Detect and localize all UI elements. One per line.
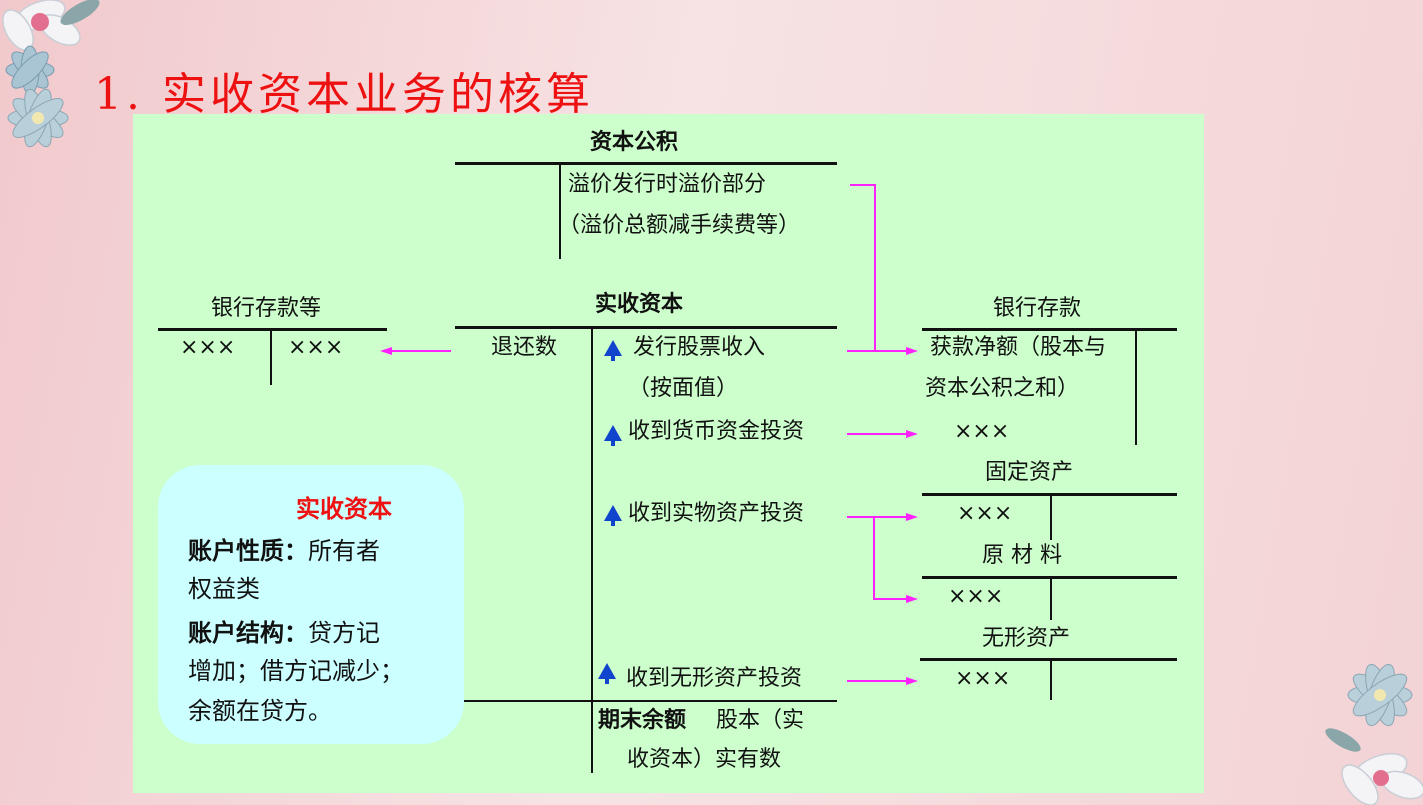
triangle-marker-3 bbox=[604, 505, 622, 526]
bank-deposit-line-3: ××× bbox=[954, 419, 1010, 444]
arrow-raw-materials-head bbox=[906, 595, 918, 603]
flower-decoration-bottom-right bbox=[1325, 663, 1423, 805]
arrow-cash-investment-line bbox=[847, 433, 915, 435]
slide-title: 1. 实收资本业务的核算 bbox=[94, 69, 594, 120]
arrow-physical-asset-line bbox=[847, 516, 915, 518]
fixed-assets-debit: ××× bbox=[957, 501, 1013, 526]
triangle-marker-2 bbox=[604, 425, 622, 446]
bank-deposit-etc-credit: ××× bbox=[288, 335, 344, 360]
capital-reserve-title: 资本公积 bbox=[590, 130, 679, 155]
ending-balance-label: 期末余额 bbox=[598, 708, 687, 733]
intangible-assets-vline bbox=[1050, 660, 1052, 700]
paid-in-capital-credit-1b: （按面值） bbox=[628, 376, 739, 401]
arrow-physical-asset-branch bbox=[873, 516, 875, 600]
arrow-raw-materials-line bbox=[873, 598, 915, 600]
paid-in-capital-credit-2: 收到货币资金投资 bbox=[628, 419, 805, 444]
info-structure-label: 账户结构： bbox=[188, 619, 308, 647]
arrow-stock-issue-line bbox=[847, 350, 915, 352]
bank-deposit-etc-title: 银行存款等 bbox=[211, 296, 322, 321]
arrow-intangible-line bbox=[847, 680, 915, 682]
info-structure-line-3: 余额在贷方。 bbox=[188, 697, 332, 725]
info-structure-line-2: 增加；借方记减少； bbox=[188, 657, 404, 685]
arrow-physical-asset-head bbox=[906, 513, 918, 521]
raw-materials-title: 原 材 料 bbox=[982, 543, 1062, 568]
capital-reserve-credit-2: （溢价总额减手续费等） bbox=[558, 213, 801, 238]
paid-in-capital-credit-1: 发行股票收入 bbox=[633, 335, 766, 360]
capital-reserve-hline bbox=[455, 162, 837, 165]
bank-deposit-line-2: 资本公积之和） bbox=[925, 376, 1080, 401]
raw-materials-vline bbox=[1050, 578, 1052, 620]
paid-in-capital-credit-3: 收到实物资产投资 bbox=[628, 501, 805, 526]
info-box-title: 实收资本 bbox=[296, 495, 392, 523]
arrow-cash-investment-head bbox=[906, 430, 918, 438]
bank-deposit-vline bbox=[1135, 330, 1137, 445]
arrow-capital-reserve-vertical bbox=[874, 184, 876, 352]
info-structure-line: 账户结构：贷方记 bbox=[188, 613, 380, 648]
flower-decoration-top-left bbox=[2, 0, 100, 148]
paid-in-capital-vline bbox=[591, 328, 593, 773]
paid-in-capital-title: 实收资本 bbox=[595, 292, 684, 317]
bank-deposit-hline bbox=[922, 328, 1177, 331]
raw-materials-hline bbox=[922, 576, 1177, 579]
capital-reserve-credit-1: 溢价发行时溢价部分 bbox=[568, 172, 767, 197]
info-nature-value-1: 所有者 bbox=[308, 537, 380, 565]
triangle-marker-4 bbox=[598, 663, 616, 684]
bank-deposit-etc-vline bbox=[270, 330, 272, 385]
paid-in-capital-credit-4: 收到无形资产投资 bbox=[626, 666, 803, 691]
paid-in-capital-balance-line bbox=[455, 700, 837, 702]
intangible-assets-title: 无形资产 bbox=[982, 626, 1071, 651]
account-info-box: 实收资本 账户性质：所有者 权益类 账户结构：贷方记 增加；借方记减少； 余额在… bbox=[158, 465, 464, 744]
ending-balance-text-2: 收资本）实有数 bbox=[627, 747, 782, 772]
intangible-assets-debit: ××× bbox=[955, 666, 1011, 691]
bank-deposit-title: 银行存款 bbox=[993, 296, 1082, 321]
info-nature-label: 账户性质： bbox=[188, 537, 308, 565]
paid-in-capital-hline bbox=[455, 326, 837, 329]
arrow-stock-issue-head bbox=[906, 347, 918, 355]
capital-reserve-vline bbox=[559, 164, 561, 259]
bank-deposit-etc-hline bbox=[158, 328, 387, 331]
arrow-capital-reserve-top bbox=[850, 184, 876, 186]
raw-materials-debit: ××× bbox=[948, 584, 1004, 609]
fixed-assets-title: 固定资产 bbox=[985, 460, 1074, 485]
ending-balance-text-1: 股本（实 bbox=[716, 708, 805, 733]
arrow-refund-head bbox=[380, 347, 392, 355]
info-nature-line: 账户性质：所有者 bbox=[188, 531, 380, 566]
info-structure-value-1: 贷方记 bbox=[308, 619, 380, 647]
bank-deposit-etc-debit: ××× bbox=[180, 335, 236, 360]
info-nature-line-2: 权益类 bbox=[188, 575, 260, 603]
fixed-assets-hline bbox=[922, 493, 1177, 496]
arrow-intangible-head bbox=[906, 677, 918, 685]
intangible-assets-hline bbox=[920, 658, 1177, 661]
paid-in-capital-debit: 退还数 bbox=[491, 335, 558, 360]
fixed-assets-vline bbox=[1050, 495, 1052, 540]
bank-deposit-line-1: 获款净额（股本与 bbox=[930, 335, 1107, 360]
triangle-marker-1 bbox=[604, 340, 622, 361]
arrow-refund-line bbox=[385, 350, 451, 352]
